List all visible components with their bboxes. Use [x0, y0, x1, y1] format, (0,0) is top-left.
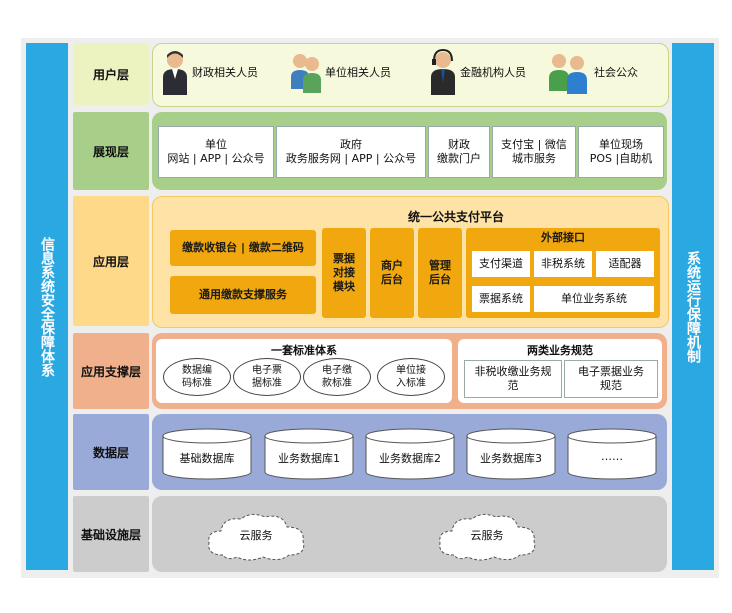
box-line: 数据编 [182, 365, 212, 376]
box-line: POS |自助机 [589, 152, 653, 165]
box-line: 财政 [448, 138, 470, 151]
database-label: 基础数据库 [179, 452, 235, 465]
ext-adapter: 适配器 [596, 251, 654, 277]
ticket-module-box: 票据 对接 模块 [322, 228, 366, 318]
user-label: 财政相关人员 [192, 66, 258, 79]
box-line: 政府 [339, 138, 362, 151]
database-cylinder: 业务数据库2 [365, 428, 455, 480]
database-cylinder: 业务数据库1 [264, 428, 354, 480]
layer-label-support: 应用支撑层 [73, 333, 149, 409]
layer-label-infra: 基础设施层 [73, 496, 149, 572]
cloud-label: 云服务 [239, 529, 273, 542]
cloud-label: 云服务 [470, 529, 504, 542]
database-cylinder: …… [567, 428, 657, 480]
cloud-service: 云服务 [434, 511, 540, 563]
box-line: 电子票据业务 [578, 365, 644, 378]
people-icon [291, 54, 321, 93]
presentation-pos-box: 单位现场 POS |自助机 [578, 126, 664, 178]
standard-data-coding: 数据编 码标准 [163, 358, 231, 396]
right-side-bar: 系统运行保障机制 [672, 43, 714, 570]
headset-person-icon [431, 49, 455, 95]
person-icon [163, 51, 187, 95]
spec-nontax: 非税收缴业务规 范 [464, 360, 562, 398]
box-line: 款标准 [322, 378, 352, 389]
specs-title: 两类业务规范 [527, 344, 593, 357]
box-line: 城市服务 [511, 152, 556, 165]
user-label: 社会公众 [594, 66, 638, 79]
box-line: 后台 [429, 273, 451, 286]
user-unit-staff: 单位相关人员 [289, 49, 391, 95]
box-line: 入标准 [396, 378, 426, 389]
box-line: 码标准 [182, 378, 212, 389]
user-finance-staff: 财政相关人员 [160, 49, 258, 95]
box-line: 支付宝 | 微信 [501, 138, 567, 151]
left-side-bar: 信息系统安全保障体系 [26, 43, 68, 570]
platform-title: 统一公共支付平台 [408, 210, 505, 224]
box-line: 据标准 [252, 378, 282, 389]
database-label: 业务数据库3 [480, 452, 542, 465]
presentation-alipay-box: 支付宝 | 微信 城市服务 [492, 126, 576, 178]
user-label: 单位相关人员 [325, 66, 391, 79]
layer-label-data: 数据层 [73, 414, 149, 490]
database-icon [264, 428, 354, 480]
user-label: 金融机构人员 [460, 66, 526, 79]
database-icon [466, 428, 556, 480]
cloud-icon [439, 513, 536, 561]
box-line: 对接 [333, 266, 355, 279]
box-line: 模块 [333, 280, 355, 293]
layer-label-application: 应用层 [73, 196, 149, 326]
standard-e-payment: 电子缴 款标准 [303, 358, 371, 396]
cloud-icon [208, 513, 305, 561]
ext-payment-channel: 支付渠道 [472, 251, 530, 277]
box-line: 范 [507, 379, 519, 392]
box-line: 单位接 [396, 365, 426, 376]
right-side-text: 系统运行保障机制 [685, 250, 701, 363]
box-line: 电子票 [252, 365, 282, 376]
presentation-finance-box: 财政 缴款门户 [428, 126, 490, 178]
general-support-label: 通用缴款支撑服务 [199, 288, 287, 301]
database-cylinder: 基础数据库 [162, 428, 252, 480]
counter-label: 缴款收银台 | 缴款二维码 [182, 241, 304, 254]
box-line: 非税收缴业务规 [474, 365, 552, 378]
layer-label-presentation: 展现层 [73, 112, 149, 190]
box-line: 政务服务网 | APP | 公众号 [285, 152, 417, 165]
cloud-service: 云服务 [203, 511, 309, 563]
ext-ticket-system: 票据系统 [472, 286, 530, 312]
database-icon [567, 428, 657, 480]
admin-backend-box: 管理 后台 [418, 228, 462, 318]
box-line: 单位现场 [598, 138, 643, 151]
standard-unit-access: 单位接 入标准 [377, 358, 445, 396]
user-bank-staff: 金融机构人员 [428, 49, 526, 95]
general-support-box: 通用缴款支撑服务 [170, 276, 316, 314]
database-label: 业务数据库1 [278, 452, 340, 465]
box-line: 规范 [600, 379, 622, 392]
box-line: 管理 [429, 259, 451, 272]
counter-box: 缴款收银台 | 缴款二维码 [170, 230, 316, 266]
external-interface-title: 外部接口 [541, 231, 585, 244]
database-label: 业务数据库2 [379, 452, 441, 465]
box-line: 后台 [381, 273, 403, 286]
standards-title: 一套标准体系 [271, 344, 337, 357]
database-label: …… [601, 450, 623, 463]
ext-unit-business-system: 单位业务系统 [534, 286, 654, 312]
user-public: 社会公众 [546, 49, 638, 95]
presentation-unit-box: 单位 网站 | APP | 公众号 [158, 126, 274, 178]
spec-e-ticket: 电子票据业务 规范 [564, 360, 658, 398]
standard-e-ticket: 电子票 据标准 [233, 358, 301, 396]
box-line: 网站 | APP | 公众号 [167, 152, 265, 165]
database-icon [365, 428, 455, 480]
layer-label-user: 用户层 [73, 43, 149, 105]
ext-nontax-system: 非税系统 [534, 251, 592, 277]
left-side-text: 信息系统安全保障体系 [39, 236, 55, 377]
merchant-backend-box: 商户 后台 [370, 228, 414, 318]
box-line: 单位 [204, 138, 227, 151]
box-line: 电子缴 [322, 365, 352, 376]
database-icon [162, 428, 252, 480]
database-cylinder: 业务数据库3 [466, 428, 556, 480]
box-line: 缴款门户 [437, 152, 481, 165]
box-line: 票据 [333, 252, 355, 265]
people-icon [549, 54, 587, 94]
presentation-gov-box: 政府 政务服务网 | APP | 公众号 [276, 126, 426, 178]
box-line: 商户 [381, 259, 403, 272]
